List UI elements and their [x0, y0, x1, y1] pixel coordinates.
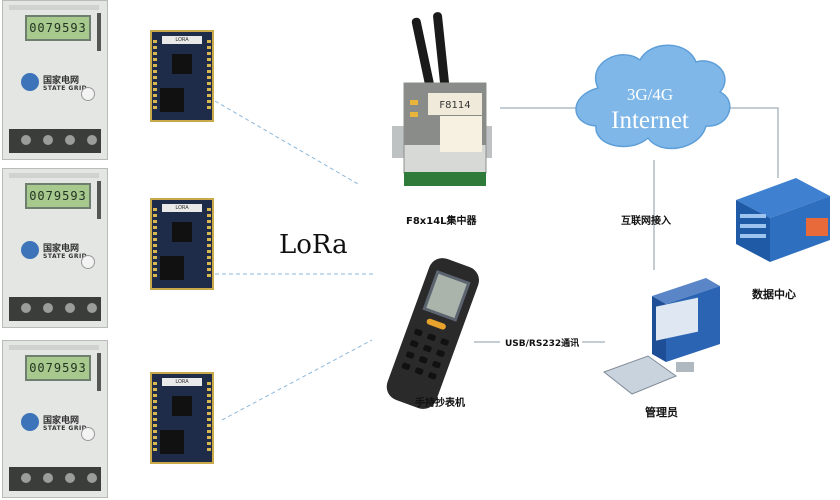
meter-brand-en: STATE GRID	[43, 253, 88, 260]
terminal-block	[404, 172, 486, 186]
cloud-line2: Internet	[611, 107, 689, 134]
meter-display: 0079593	[25, 15, 91, 41]
datacenter-server	[736, 178, 830, 262]
electric-meter: 0079593 国家电网 STATE GRID	[2, 340, 108, 498]
cloud-line1: 3G/4G	[627, 85, 673, 104]
concentrator-label: F8x14L集中器	[406, 216, 477, 227]
concentrator-panel	[440, 116, 482, 152]
lora-module: LORA	[150, 198, 214, 290]
usb-link-label: USB/RS232通讯	[505, 339, 580, 349]
antenna-right	[433, 12, 450, 96]
antenna-left	[411, 17, 436, 95]
lora-link-3	[221, 339, 373, 421]
lora-label: LoRa	[279, 230, 348, 260]
lora-module: LORA	[150, 372, 214, 464]
server-vent	[806, 218, 828, 236]
meter-brand: 国家电网	[43, 416, 80, 426]
meter-display: 0079593	[25, 183, 91, 209]
electric-meter: 0079593 国家电网 STATE GRID	[2, 168, 108, 328]
internet-cloud: 3G/4G Internet	[575, 44, 731, 150]
concentrator-device: F8114	[392, 12, 492, 186]
keyboard	[602, 355, 678, 395]
meter-brand: 国家电网	[43, 76, 80, 86]
admin-computer	[602, 278, 720, 395]
handheld-label: 手持抄表机	[415, 398, 465, 409]
meter-brand: 国家电网	[43, 244, 80, 254]
electric-meter: 0079593 国家电网 STATE GRID	[2, 0, 108, 160]
meter-display: 0079593	[25, 355, 91, 381]
state-grid-logo-icon	[21, 241, 39, 259]
monitor-stand	[676, 362, 694, 372]
state-grid-logo-icon	[21, 413, 39, 431]
datacenter-label: 数据中心	[752, 288, 796, 301]
internet-access-label: 互联网接入	[621, 216, 671, 227]
state-grid-logo-icon	[21, 73, 39, 91]
handheld-reader	[386, 258, 479, 409]
concentrator-model: F8114	[439, 100, 470, 111]
cloud-datacenter-link	[718, 107, 779, 178]
admin-label: 管理员	[645, 406, 678, 419]
lora-link-1	[214, 100, 359, 185]
meter-brand-en: STATE GRID	[43, 425, 88, 432]
lora-module: LORA	[150, 30, 214, 122]
meter-brand-en: STATE GRID	[43, 85, 88, 92]
